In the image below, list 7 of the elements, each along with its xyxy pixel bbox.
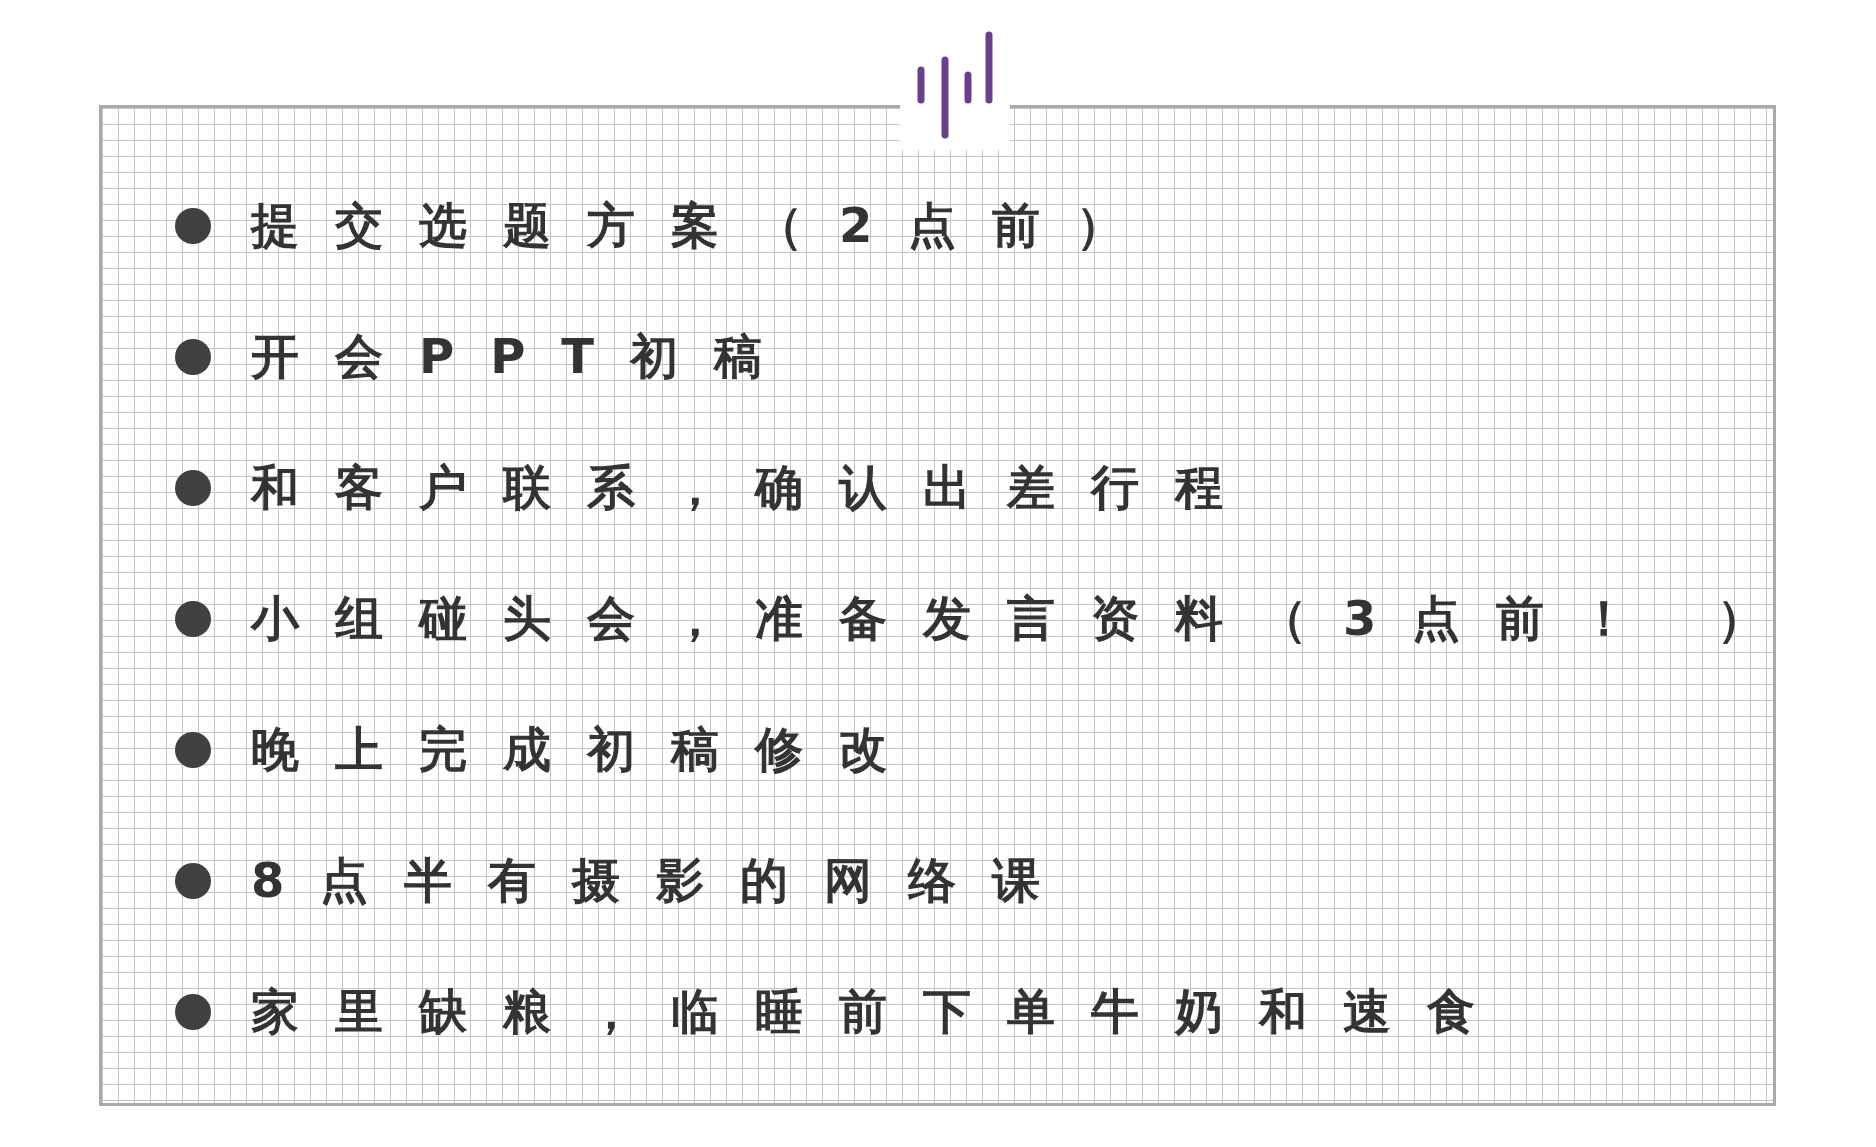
todo-item-text: 8点半有摄影的网络课: [251, 851, 1077, 910]
todo-item-text: 开会PPT初稿: [251, 327, 799, 386]
todo-item-text: 晚上完成初稿修改: [251, 720, 923, 779]
todo-item-text: 和客户联系，确认出差行程: [251, 458, 1259, 517]
todo-item-text: 小组碰头会，准备发言资料（3点前！ ）: [251, 589, 1802, 648]
todo-item-text: 提交选题方案（2点前）: [251, 196, 1161, 255]
todo-item-text: 家里缺粮，临睡前下单牛奶和速食: [251, 982, 1511, 1041]
